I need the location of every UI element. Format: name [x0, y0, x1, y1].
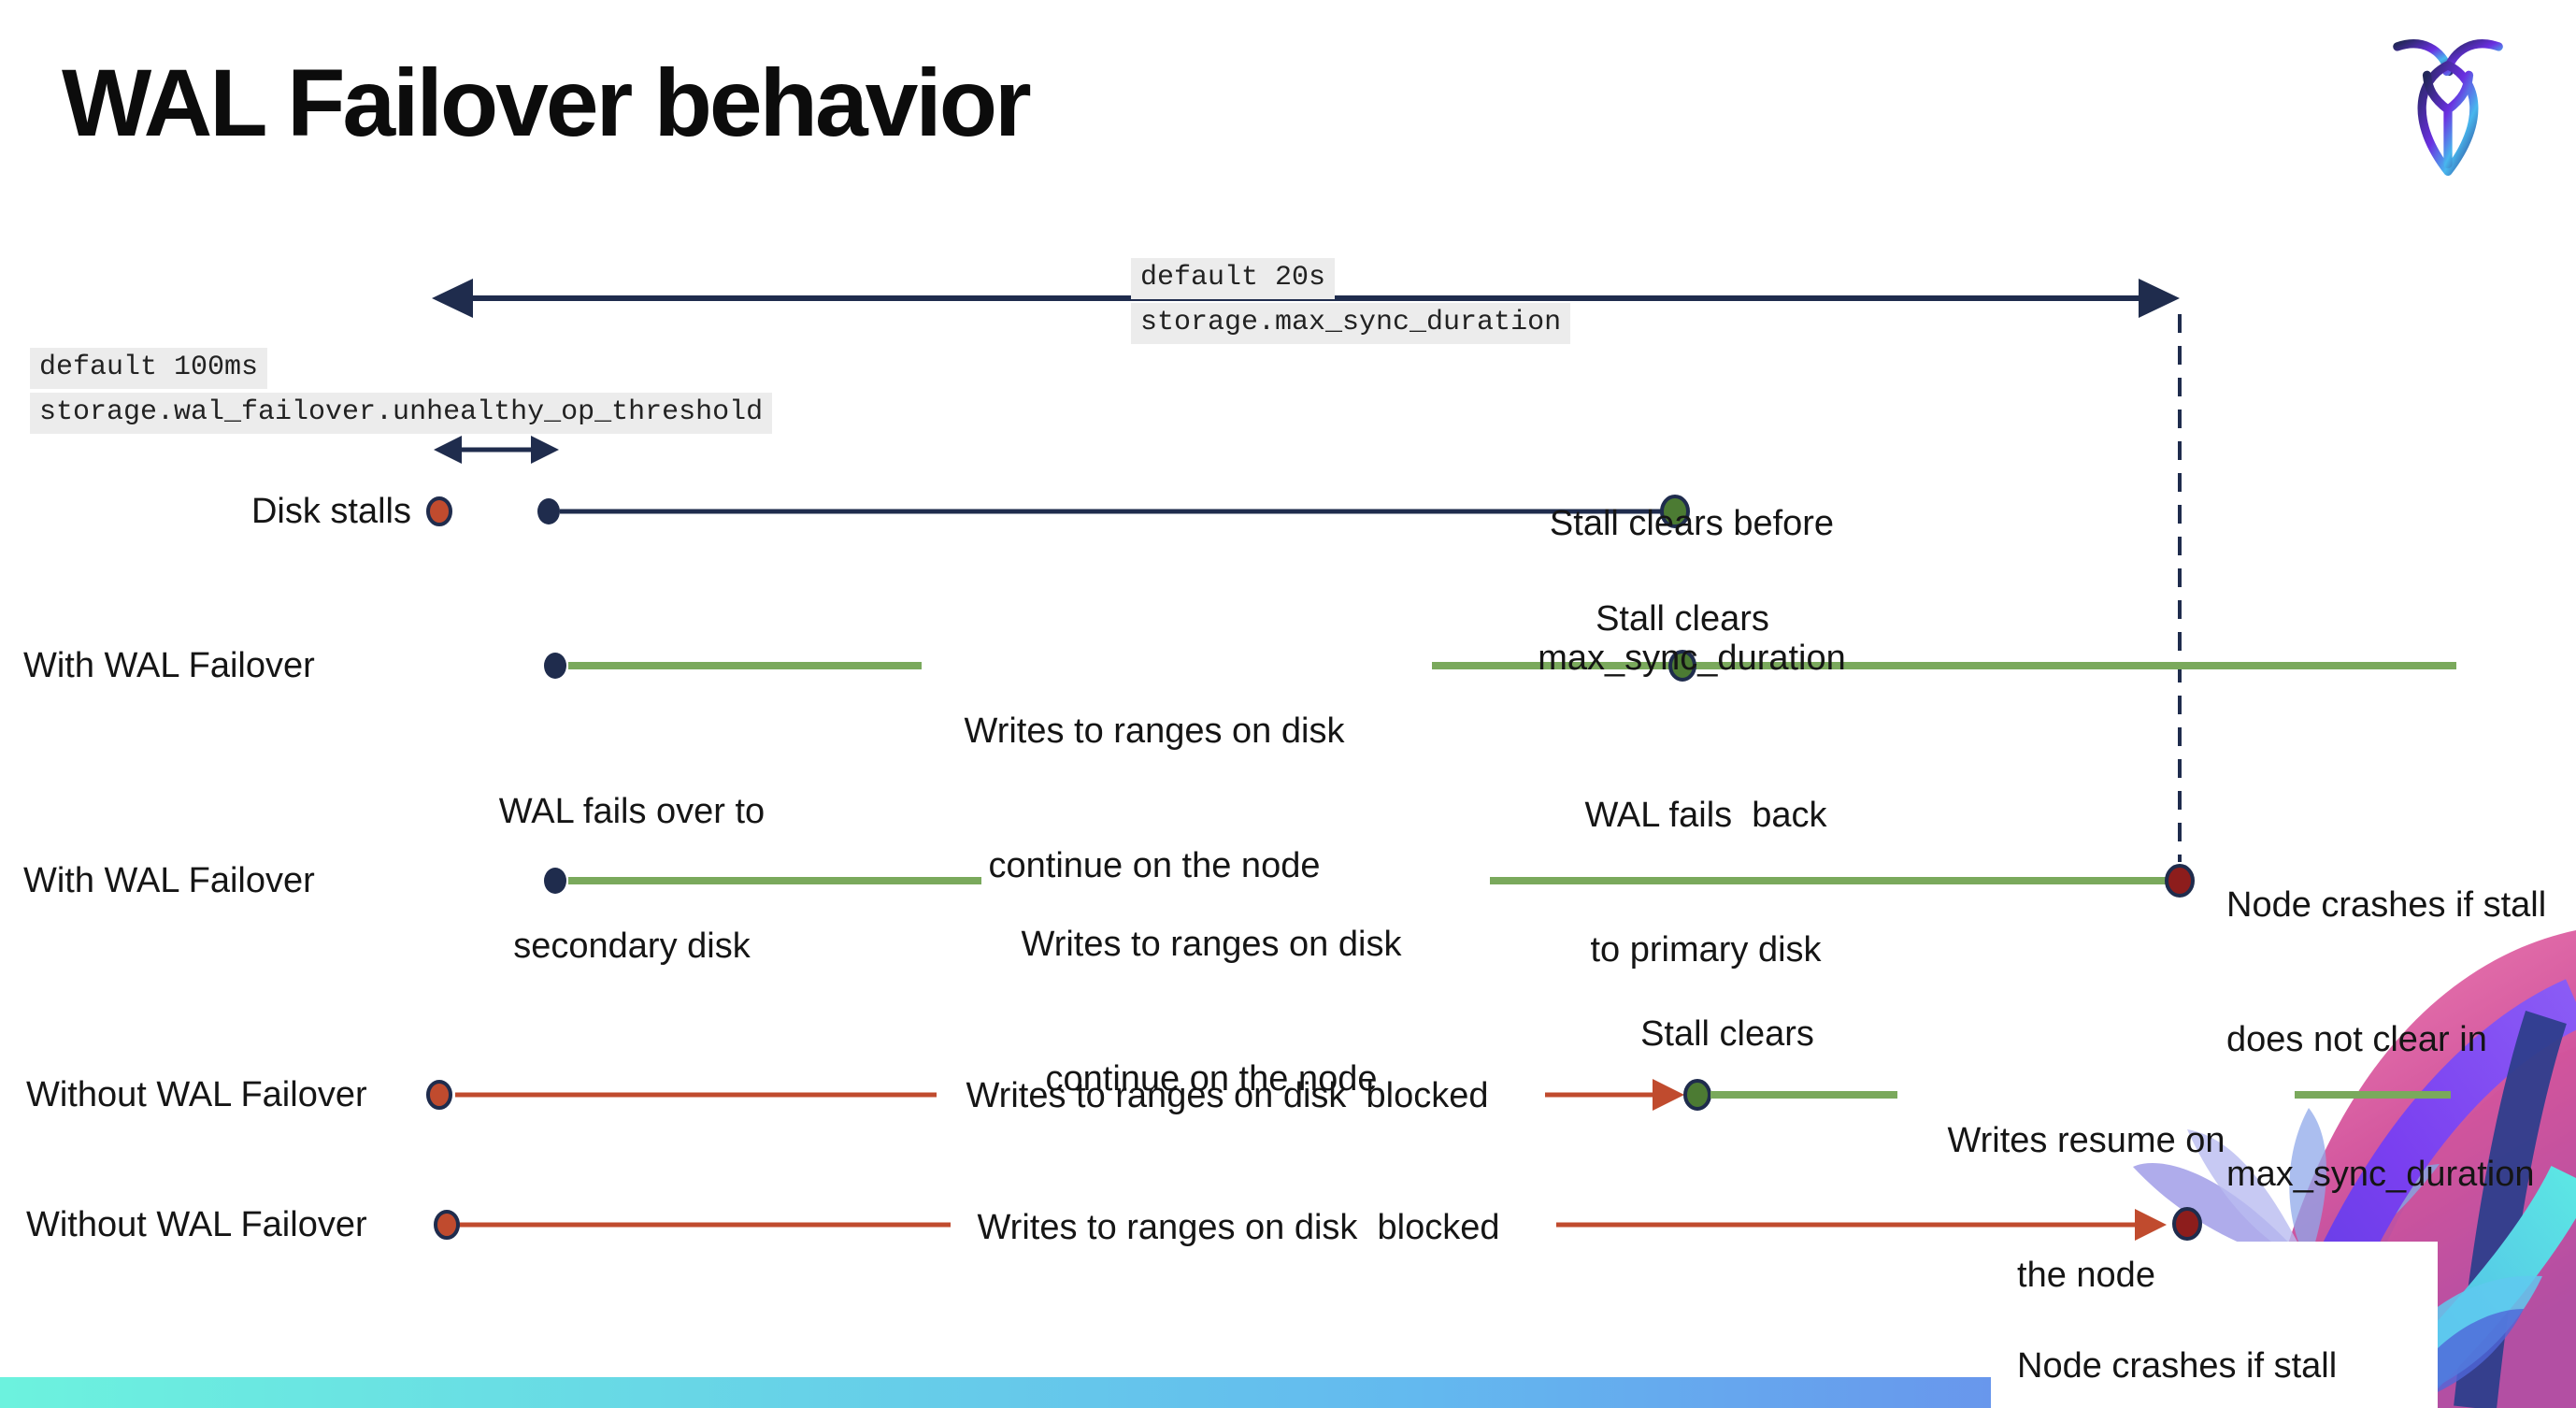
- unhealthy-op-threshold-arrow: [434, 436, 559, 464]
- crash-callout-box: [1991, 1242, 2438, 1408]
- stall-start-dot: [434, 1210, 460, 1240]
- timeline-with-wal-failover-2: [544, 864, 2195, 898]
- timeline-disk-stalls: [426, 495, 1690, 528]
- node-crash-dot: [2165, 864, 2195, 898]
- timeline-without-wal-failover-2: [434, 1207, 2202, 1241]
- stall-clears-dot: [1660, 495, 1690, 528]
- stall-clears-note-1: Stall clears: [1596, 599, 1769, 639]
- stall-clears-note-2: Stall clears: [1640, 1014, 1814, 1054]
- row-label-with-wal-failover-2: With WAL Failover: [23, 861, 315, 900]
- setting-name: storage.max_sync_duration: [1131, 303, 1571, 344]
- page-title: WAL Failover behavior: [62, 50, 1032, 156]
- timeline-without-wal-failover-1: [426, 1079, 2451, 1111]
- node-crash-dot: [2172, 1207, 2202, 1241]
- setting-default-value: default 20s: [1131, 258, 1336, 299]
- writes-blocked-note-2: Writes to ranges on disk blocked: [977, 1208, 1500, 1247]
- setting-default-value: default 100ms: [30, 348, 268, 389]
- blocked-arrowhead: [1653, 1079, 1684, 1111]
- cockroachdb-logo-icon: [2386, 36, 2510, 182]
- stall-start-dot: [426, 1080, 452, 1110]
- row-label-without-wal-failover-2: Without WAL Failover: [26, 1205, 367, 1244]
- wal-fails-over-note: WAL fails over to secondary disk: [498, 792, 766, 966]
- setting-name: storage.wal_failover.unhealthy_op_thresh…: [30, 393, 773, 434]
- row-label-with-wal-failover-1: With WAL Failover: [23, 646, 315, 685]
- writes-blocked-note-1: Writes to ranges on disk blocked: [966, 1076, 1489, 1115]
- failover-dot: [544, 653, 566, 679]
- writes-continue-note-1: Writes to ranges on disk continue on the…: [964, 711, 1345, 885]
- blocked-arrowhead: [2135, 1209, 2167, 1241]
- unhealthy-op-threshold-annotation: default 100ms storage.wal_failover.unhea…: [30, 348, 773, 438]
- failover-dot: [544, 868, 566, 894]
- stall-clears-dot: [1668, 650, 1696, 682]
- row-label-without-wal-failover-1: Without WAL Failover: [26, 1075, 367, 1114]
- stall-start-dot: [426, 496, 452, 526]
- writes-continue-note-2: Writes to ranges on disk continue on the…: [1021, 925, 1402, 1099]
- stall-clears-dot: [1683, 1079, 1711, 1111]
- timeline-with-wal-failover-1: [544, 650, 2456, 682]
- threshold-dot: [537, 498, 560, 524]
- writes-resume-note: Writes resume on the node: [1947, 1121, 2225, 1295]
- wal-fails-back-note: WAL fails back to primary disk: [1584, 796, 1827, 970]
- node-crashes-note-1: Node crashes if stall does not clear in …: [2226, 885, 2547, 1194]
- row-label-disk-stalls: Disk stalls: [250, 492, 411, 531]
- max-sync-duration-annotation: default 20s storage.max_sync_duration: [1131, 258, 1571, 348]
- node-crashes-note-2: Node crashes if stall does not clear in …: [2017, 1346, 2338, 1386]
- stall-clears-before-note: Stall clears before max_sync_duration: [1538, 504, 1846, 678]
